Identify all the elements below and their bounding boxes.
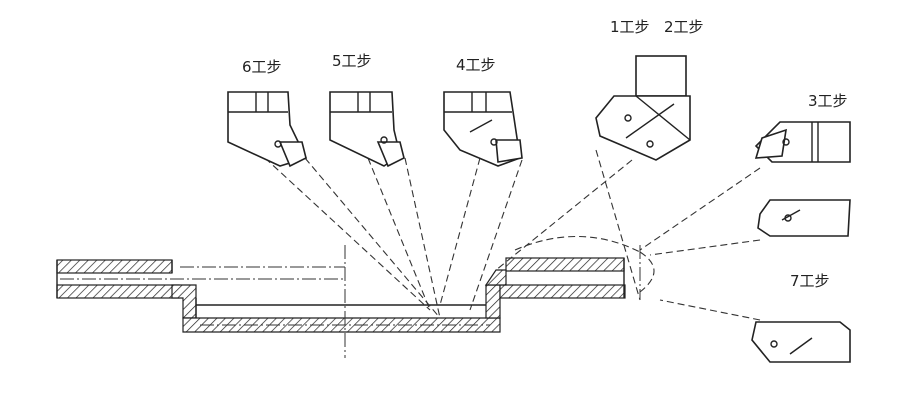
workpiece-right-flange-section	[499, 284, 626, 299]
label-step6: 6工步	[242, 58, 282, 76]
workpiece-right-top-section	[505, 257, 625, 272]
tool-step5	[329, 91, 405, 168]
workpiece-left-step-section	[171, 284, 197, 319]
workpiece-left-flange-section	[56, 284, 180, 299]
label-step4: 4工步	[456, 56, 496, 74]
label-step1: 1工步	[610, 18, 650, 36]
tool-step7	[751, 321, 851, 363]
center-lines	[60, 245, 641, 358]
label-step5: 5工步	[332, 52, 372, 70]
tool-step2-right	[757, 199, 851, 237]
workpiece-chamfer-section	[484, 269, 507, 286]
tool-step1-step2	[595, 55, 691, 161]
label-step3: 3工步	[808, 92, 848, 110]
tool-step4	[443, 91, 523, 167]
tool-step6	[227, 91, 308, 168]
workpiece-left-top-section	[56, 259, 173, 274]
label-step7: 7工步	[790, 272, 830, 290]
step-labels: 6工步 5工步 4工步 1工步 2工步 3工步 7工步	[242, 18, 848, 290]
workpiece	[56, 257, 626, 333]
label-step2: 2工步	[664, 18, 704, 36]
tool-paths	[264, 149, 761, 321]
workpiece-right-step-section	[485, 284, 501, 319]
tool-step3	[754, 121, 851, 163]
